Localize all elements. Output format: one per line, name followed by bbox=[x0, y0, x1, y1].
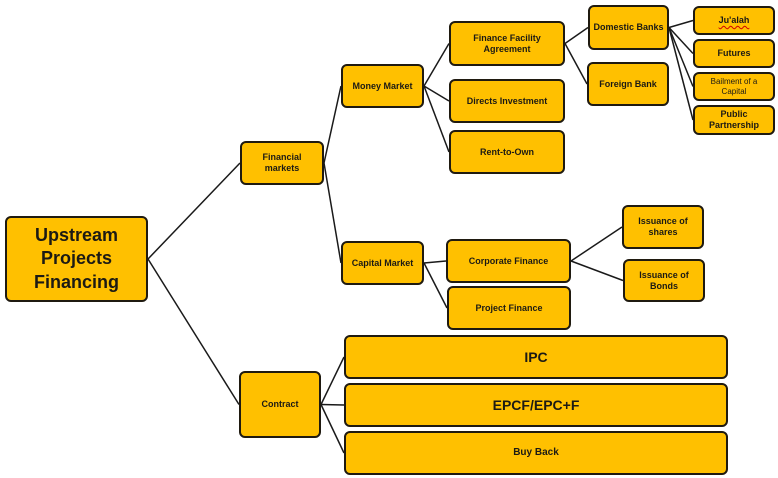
node-public-partnership[interactable]: Public Partnership bbox=[693, 105, 775, 135]
connector-money_market-to-directs_investment bbox=[423, 85, 450, 102]
node-futures[interactable]: Futures bbox=[693, 39, 775, 68]
connector-financial_markets-to-money_market bbox=[323, 85, 342, 164]
connector-root-to-financial_markets bbox=[147, 162, 241, 260]
node-contract[interactable]: Contract bbox=[239, 371, 321, 438]
node-ipc[interactable]: IPC bbox=[344, 335, 728, 379]
node-jualah[interactable]: Ju'alah bbox=[693, 6, 775, 35]
node-financial-markets[interactable]: Financial markets bbox=[240, 141, 324, 185]
node-issuance-of-bonds[interactable]: Issuance of Bonds bbox=[623, 259, 705, 302]
node-money-market[interactable]: Money Market bbox=[341, 64, 424, 108]
node-jualah-label: Ju'alah bbox=[718, 15, 750, 26]
connector-capital_market-to-corporate_finance bbox=[423, 260, 447, 264]
connector-root-to-contract bbox=[147, 258, 240, 405]
node-epcf-epc-f[interactable]: EPCF/EPC+F bbox=[344, 383, 728, 427]
connector-contract-to-buy_back bbox=[320, 404, 345, 454]
connector-corporate_finance-to-issuance_of_bonds bbox=[570, 260, 624, 282]
connector-domestic_banks-to-public_partnership bbox=[668, 27, 694, 121]
connector-capital_market-to-project_finance bbox=[423, 262, 448, 309]
node-capital-market[interactable]: Capital Market bbox=[341, 241, 424, 285]
node-project-finance[interactable]: Project Finance bbox=[447, 286, 571, 330]
connector-domestic_banks-to-bailment_of_capital bbox=[668, 27, 694, 87]
connector-financial_markets-to-capital_market bbox=[323, 162, 342, 264]
connector-contract-to-epcf bbox=[320, 403, 345, 406]
root-node-upstream-projects-financing[interactable]: Upstream Projects Financing bbox=[5, 216, 148, 302]
connector-finance_facility_agreement-to-foreign_bank bbox=[564, 43, 588, 85]
connector-money_market-to-finance_facility_agreement bbox=[423, 43, 450, 87]
connector-domestic_banks-to-futures bbox=[668, 26, 694, 55]
node-foreign-bank[interactable]: Foreign Bank bbox=[587, 62, 669, 106]
node-bailment-of-a-capital[interactable]: Bailment of a Capital bbox=[693, 72, 775, 101]
connector-contract-to-ipc bbox=[320, 356, 345, 405]
node-rent-to-own[interactable]: Rent-to-Own bbox=[449, 130, 565, 174]
connector-domestic_banks-to-jualah bbox=[668, 19, 694, 29]
connector-corporate_finance-to-issuance_of_shares bbox=[570, 226, 623, 262]
node-domestic-banks[interactable]: Domestic Banks bbox=[588, 5, 669, 50]
connector-finance_facility_agreement-to-domestic_banks bbox=[564, 26, 589, 45]
node-finance-facility-agreement[interactable]: Finance Facility Agreement bbox=[449, 21, 565, 66]
connector-money_market-to-rent_to_own bbox=[423, 85, 450, 153]
node-issuance-of-shares[interactable]: Issuance of shares bbox=[622, 205, 704, 249]
node-buy-back[interactable]: Buy Back bbox=[344, 431, 728, 475]
node-corporate-finance[interactable]: Corporate Finance bbox=[446, 239, 571, 283]
node-directs-investment[interactable]: Directs Investment bbox=[449, 79, 565, 123]
